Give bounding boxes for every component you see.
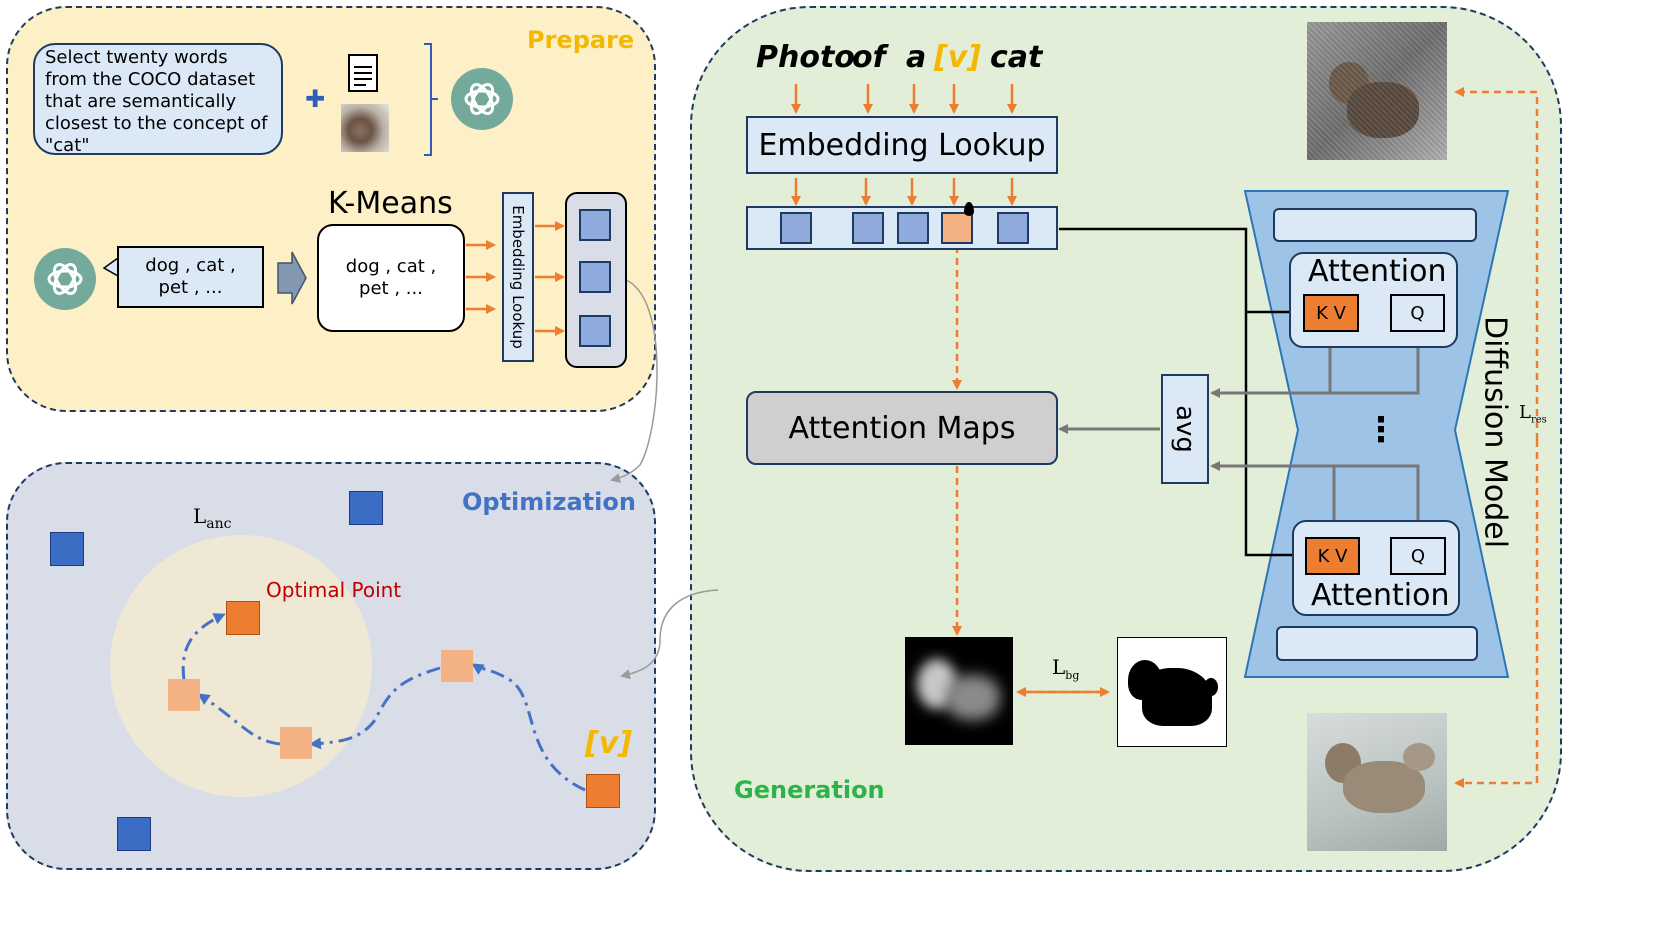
optimal-point-label: Optimal Point <box>266 578 402 602</box>
token-embedding-v <box>941 212 973 244</box>
token-embedding <box>897 212 929 244</box>
prepare-title: Prepare <box>527 26 635 54</box>
noisy-cat-image <box>1307 22 1447 160</box>
flame-icon <box>964 202 974 216</box>
kv-box-bottom: K V <box>1305 537 1360 575</box>
gpt-output-box: dog , cat , pet , ... <box>117 246 264 308</box>
document-icon <box>348 54 378 92</box>
loss-anchor-label: Lanc <box>193 504 232 532</box>
prompt-word-of: of <box>852 40 886 75</box>
kmeans-content: dog , cat , pet , ... <box>345 256 437 299</box>
token-embedding <box>997 212 1029 244</box>
optimization-trajectory <box>471 663 586 792</box>
prompt-line-4: closest to the concept of <box>45 113 268 134</box>
token-v-label: [v] <box>585 726 632 761</box>
attention-bottom-label: Attention <box>1311 578 1450 613</box>
loss-bg-label: Lbg <box>1052 655 1079 682</box>
q-box-bottom: Q <box>1390 537 1446 575</box>
loss-res-label: Lres <box>1519 402 1547 426</box>
blue-anchor-square <box>117 817 151 851</box>
loss-anchor-base: L <box>193 504 207 528</box>
prepare-embedding-token <box>579 209 611 241</box>
prepare-embedding-token <box>579 261 611 293</box>
generation-title: Generation <box>734 776 885 804</box>
prompt-line-3: that are semantically <box>45 91 237 112</box>
q-label-bottom: Q <box>1410 545 1426 567</box>
attention-top-label: Attention <box>1308 254 1447 289</box>
prepare-embedding-lookup-label: Embedding Lookup <box>509 205 527 349</box>
connector-generation-to-optimization <box>620 589 719 680</box>
cat-thumbnail-image <box>341 104 389 152</box>
prepare-embedding-lookup: Embedding Lookup <box>502 192 534 362</box>
avg-box: avg <box>1161 374 1209 484</box>
diffusion-top-block <box>1273 208 1477 242</box>
blue-anchor-square <box>349 491 383 525</box>
loss-anchor-sub: anc <box>206 516 232 532</box>
prompt-word-v: [v] <box>934 40 981 75</box>
bracket <box>424 43 432 156</box>
blue-anchor-square <box>50 532 84 566</box>
prompt-line-2: from the COCO dataset <box>45 69 256 90</box>
q-label-top: Q <box>1410 302 1425 324</box>
intermediate-square <box>168 679 200 711</box>
connector-prepare-to-optimization <box>610 279 658 483</box>
kv-box-top: K V <box>1303 294 1359 332</box>
prompt-word-photo: Photo <box>756 40 855 75</box>
prompt-word-cat: cat <box>990 40 1043 75</box>
kv-label-bottom: K V <box>1317 545 1348 567</box>
diffusion-bottom-block <box>1276 626 1478 661</box>
generated-cat-image <box>1307 713 1447 851</box>
token-embedding <box>852 212 884 244</box>
avg-label: avg <box>1170 405 1201 453</box>
intermediate-square <box>441 650 473 682</box>
attention-maps-label: Attention Maps <box>788 410 1016 446</box>
loss-bg-sub: bg <box>1065 669 1080 682</box>
optimal-point-square <box>226 601 260 635</box>
prompt-bubble: Select twenty words from the COCO datase… <box>33 43 283 156</box>
optimization-title: Optimization <box>462 488 636 516</box>
attention-maps-box: Attention Maps <box>746 391 1058 465</box>
kmeans-box: dog , cat , pet , ... <box>317 224 465 332</box>
prompt-line-5: "cat" <box>45 135 90 156</box>
generation-embedding-lookup: Embedding Lookup <box>746 116 1058 174</box>
vertical-dots: ⋮ <box>1364 410 1398 450</box>
attention-heatmap-image <box>905 637 1013 745</box>
loss-res-base: L <box>1519 402 1531 423</box>
plus-icon: ✚ <box>305 85 326 113</box>
token-embedding <box>780 212 812 244</box>
q-box-top: Q <box>1390 294 1445 332</box>
prepare-embedding-token <box>579 315 611 347</box>
loss-res-sub: res <box>1530 414 1547 426</box>
gpt-logo-shape <box>451 68 513 130</box>
gpt-output-text: dog , cat , pet , ... <box>145 255 236 298</box>
kmeans-title: K-Means <box>328 186 453 221</box>
anchor-circle <box>110 535 372 797</box>
generation-embedding-lookup-label: Embedding Lookup <box>758 127 1046 163</box>
mask-image <box>1117 637 1227 747</box>
loss-bg-base: L <box>1052 655 1066 679</box>
prompt-word-a: a <box>906 40 927 75</box>
block-arrow <box>277 251 307 305</box>
start-v-square <box>586 774 620 808</box>
kv-label-top: K V <box>1316 302 1346 324</box>
prompt-line-1: Select twenty words <box>45 47 228 68</box>
intermediate-square <box>280 727 312 759</box>
